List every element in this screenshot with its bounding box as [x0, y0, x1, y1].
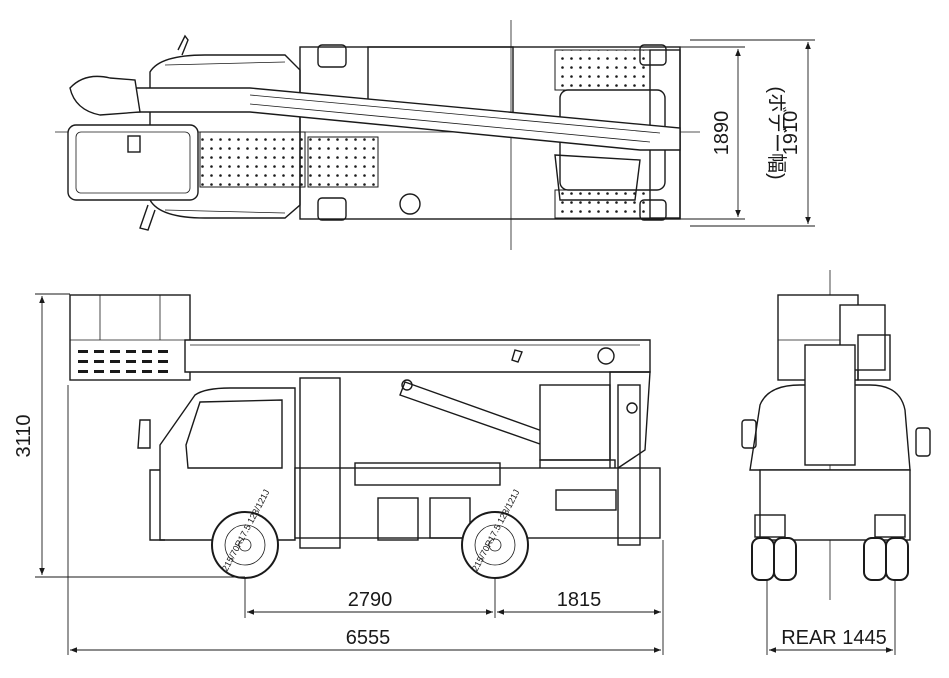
- plan-checker-plate-2: [307, 136, 379, 188]
- rear-wheel-left-outer: [751, 537, 775, 581]
- plan-boom-head: [69, 75, 141, 116]
- plan-mirror-right: [139, 204, 156, 231]
- rear-wheel-right-outer: [885, 537, 909, 581]
- dim-text-6555: 6555: [346, 627, 391, 649]
- plan-width-dimensions: 1890 (ボデー幅) 1910: [680, 39, 815, 227]
- side-cab: [159, 387, 296, 541]
- side-outrigger-rear: [617, 384, 641, 546]
- plan-fuel-cap: [399, 193, 421, 215]
- dim-text-1815: 1815: [557, 589, 602, 611]
- rear-cab-silhouette: [749, 384, 911, 471]
- rear-mirror-left: [741, 419, 757, 449]
- plan-outrigger-front-left: [317, 44, 347, 68]
- plan-mirror-left: [177, 34, 189, 56]
- dim-text-2790: 2790: [348, 589, 393, 611]
- rear-mirror-right: [915, 427, 931, 457]
- rear-turret: [804, 344, 856, 466]
- side-tool-box: [354, 462, 501, 486]
- dim-text-body-width-note: (ボデー幅): [765, 86, 788, 179]
- rear-wheel-left-inner: [773, 537, 797, 581]
- side-cab-window: [185, 399, 283, 469]
- side-view: 215/70R17.5 123/121J 215/70R17.5 123/121…: [69, 294, 661, 579]
- plan-view: [55, 20, 700, 250]
- side-platform-bucket: [69, 294, 191, 381]
- rear-track-dimension: REAR 1445: [766, 580, 896, 655]
- plan-platform-bucket: [67, 124, 199, 201]
- rear-wheel-right-inner: [863, 537, 887, 581]
- dim-text-3110: 3110: [13, 414, 35, 457]
- plan-checker-plate-1: [199, 131, 306, 188]
- dim-text-rear-track: REAR 1445: [781, 627, 887, 649]
- side-dimensions: 3110 2790 1815 6555: [13, 293, 664, 655]
- side-body-frame: [294, 467, 661, 539]
- side-turret: [539, 384, 611, 461]
- dim-text-1910: 1910: [780, 111, 802, 156]
- rear-body-frame: [759, 469, 911, 541]
- dim-text-1890: 1890: [711, 111, 733, 156]
- plan-outrigger-front-right: [317, 197, 347, 221]
- side-mirror: [137, 419, 151, 449]
- rear-view: [741, 270, 931, 600]
- side-outrigger-front: [299, 377, 341, 549]
- side-lift-cylinder: [399, 381, 546, 445]
